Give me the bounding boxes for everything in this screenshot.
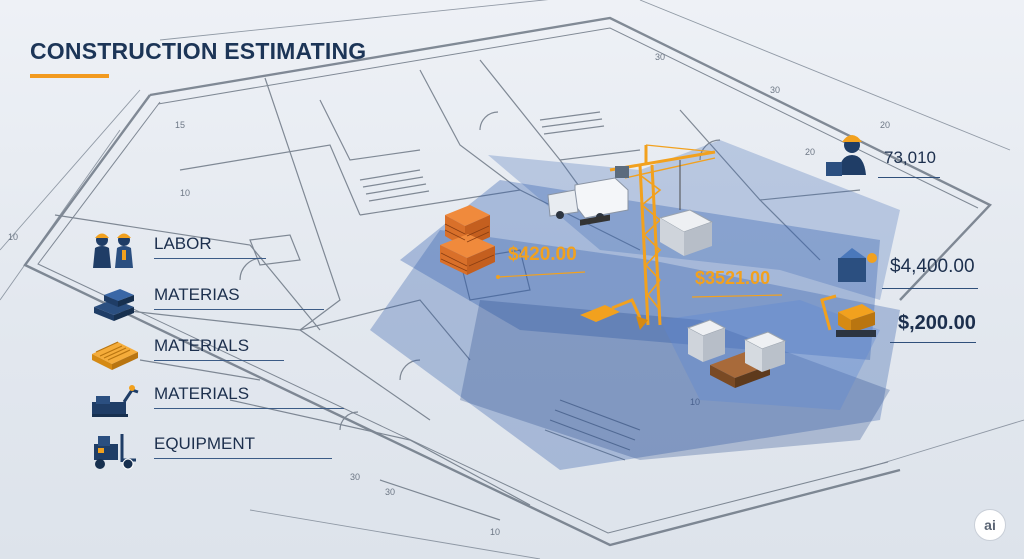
svg-text:10: 10 bbox=[180, 188, 190, 198]
svg-text:20: 20 bbox=[805, 147, 815, 157]
legend-divider bbox=[154, 458, 332, 459]
labor-value: 73,010 bbox=[884, 148, 936, 167]
legend-label-materias: MATERIAS bbox=[154, 285, 240, 304]
crane-price: $3521.00 bbox=[695, 268, 771, 288]
svg-text:30: 30 bbox=[350, 472, 360, 482]
tower-crane bbox=[609, 144, 716, 326]
bricks-price: $420.00 bbox=[508, 244, 577, 265]
page-title: CONSTRUCTION ESTIMATING bbox=[30, 38, 367, 64]
forklift-icon bbox=[94, 434, 136, 470]
legend-label-labor: LABOR bbox=[154, 234, 212, 253]
legend-item-materials: MATERIALS bbox=[88, 330, 378, 374]
legend-label-materials: MATERIALS bbox=[154, 384, 250, 403]
bulldozer bbox=[820, 294, 876, 337]
ai-badge: ai bbox=[974, 509, 1006, 541]
svg-text:10: 10 bbox=[490, 527, 500, 537]
bricks-stack-icon bbox=[94, 289, 134, 321]
legend-item-materias: MATERIAS bbox=[88, 279, 378, 323]
concrete-blocks bbox=[658, 209, 714, 256]
svg-text:20: 20 bbox=[880, 120, 890, 130]
lumber-icon bbox=[92, 341, 138, 370]
svg-text:30: 30 bbox=[385, 487, 395, 497]
brick-pallet bbox=[440, 205, 495, 275]
value-divider bbox=[890, 342, 976, 343]
legend-item-labor: LABOR bbox=[88, 228, 378, 272]
materials-pallet bbox=[686, 319, 787, 388]
materials-value: $4,400.00 bbox=[890, 256, 975, 277]
worker-materials-icon bbox=[838, 248, 877, 282]
legend-divider bbox=[154, 309, 324, 310]
legend-item-materials-2: MATERIALS bbox=[88, 378, 378, 422]
excavator bbox=[580, 214, 648, 330]
svg-text:30: 30 bbox=[655, 52, 665, 62]
delivery-truck bbox=[547, 177, 629, 221]
value-divider bbox=[882, 288, 978, 289]
workers-icon bbox=[93, 233, 133, 268]
equipment-value: $,200.00 bbox=[898, 312, 976, 334]
legend-label-materials: MATERIALS bbox=[154, 336, 250, 355]
legend-item-equipment: EQUIPMENT bbox=[88, 428, 378, 472]
legend-divider bbox=[154, 258, 266, 259]
svg-text:30: 30 bbox=[770, 85, 780, 95]
value-divider bbox=[878, 177, 940, 178]
svg-text:10: 10 bbox=[690, 397, 700, 407]
dimension-labels: 30 30 20 20 15 10 10 30 30 10 10 bbox=[8, 52, 890, 537]
legend-label-equipment: EQUIPMENT bbox=[154, 434, 256, 453]
svg-text:15: 15 bbox=[175, 120, 185, 130]
legend-divider bbox=[154, 360, 284, 361]
svg-text:10: 10 bbox=[8, 232, 18, 242]
worker-laptop-icon bbox=[826, 135, 866, 176]
machinery-icon bbox=[92, 385, 139, 417]
title-accent-bar bbox=[30, 74, 109, 78]
legend-divider bbox=[154, 408, 344, 409]
